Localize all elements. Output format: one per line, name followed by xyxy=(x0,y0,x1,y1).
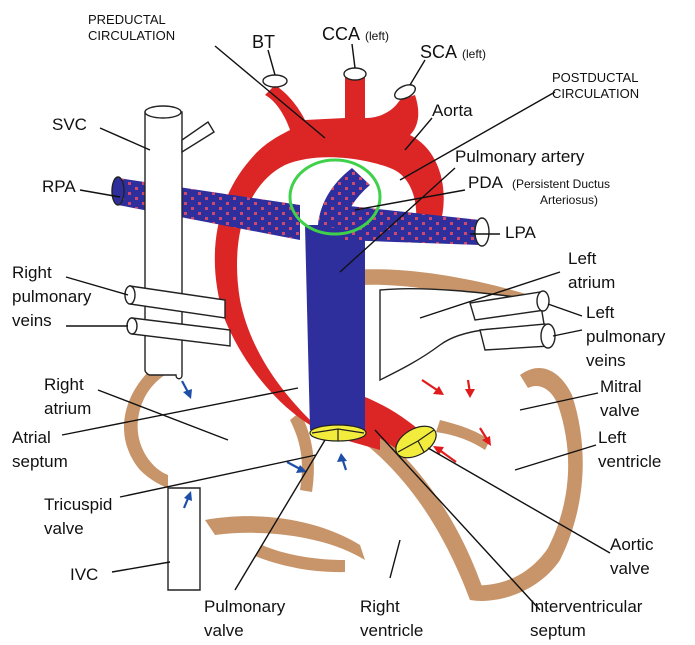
label-left-pulm-veins-1: Left xyxy=(586,303,615,322)
leader-right-ventricle xyxy=(390,540,400,578)
svc-opening xyxy=(145,106,181,118)
arrow-blue-1 xyxy=(182,381,192,399)
label-left-ventricle-1: Left xyxy=(598,428,627,447)
label-right-atrium-2: atrium xyxy=(44,399,91,418)
label-aorta: Aorta xyxy=(432,101,473,120)
label-tricuspid-2: valve xyxy=(44,519,84,538)
leader-ivc xyxy=(112,562,170,572)
label-sca: SCA xyxy=(420,42,457,62)
label-cca-side: (left) xyxy=(365,29,389,43)
label-lpa: LPA xyxy=(505,223,537,242)
leader-bt xyxy=(268,50,275,75)
label-postductal-2: CIRCULATION xyxy=(552,86,639,101)
left-pulm-vein-2-opening xyxy=(541,324,555,348)
left-pulm-vein-1-opening xyxy=(537,291,549,311)
arrow-blue-2 xyxy=(337,453,347,470)
label-preductal-1: PREDUCTAL xyxy=(88,12,166,27)
label-right-ventricle-2: ventricle xyxy=(360,621,423,640)
label-pda-full-2: Arteriosus) xyxy=(540,193,598,207)
label-left-pulm-veins-2: pulmonary xyxy=(586,327,666,346)
label-cca: CCA xyxy=(322,24,360,44)
label-left-atrium-1: Left xyxy=(568,249,597,268)
lpa-dots xyxy=(340,205,480,245)
label-right-atrium-1: Right xyxy=(44,375,84,394)
label-atrial-septum-1: Atrial xyxy=(12,428,51,447)
svc-branch xyxy=(182,122,214,152)
label-postductal-1: POSTDUCTAL xyxy=(552,70,638,85)
label-left-ventricle-2: ventricle xyxy=(598,452,661,471)
label-aortic-valve-1: Aortic xyxy=(610,535,654,554)
label-right-pulm-veins-2: pulmonary xyxy=(12,287,92,306)
arrow-red-2 xyxy=(465,380,475,398)
right-pulm-vein-2-opening xyxy=(127,318,137,334)
right-ventricle-trabecula xyxy=(255,545,345,572)
leader-left-ventricle xyxy=(515,445,596,470)
label-pulmonary-valve-2: valve xyxy=(204,621,244,640)
label-right-ventricle-1: Right xyxy=(360,597,400,616)
leader-ivs xyxy=(375,430,540,610)
leader-left-pulm-veins-1 xyxy=(548,304,582,316)
bt-opening xyxy=(263,75,287,87)
label-pda-full-1: (Persistent Ductus xyxy=(512,177,610,191)
arrow-red-1 xyxy=(422,380,444,395)
right-atrium-wall xyxy=(124,370,170,488)
label-preductal-2: CIRCULATION xyxy=(88,28,175,43)
label-atrial-septum-2: septum xyxy=(12,452,68,471)
leader-sca xyxy=(410,60,425,85)
label-bt: BT xyxy=(252,32,275,52)
label-ivc: IVC xyxy=(70,565,98,584)
lpa-opening xyxy=(475,218,489,246)
mitral-leaflet xyxy=(436,420,490,450)
ivc xyxy=(168,488,200,590)
label-right-pulm-veins-1: Right xyxy=(12,263,52,282)
cca-opening xyxy=(344,68,366,80)
label-ivs-2: septum xyxy=(530,621,586,640)
leader-atrial-septum xyxy=(62,388,298,435)
leader-left-pulm-veins-2 xyxy=(553,330,582,336)
label-tricuspid-1: Tricuspid xyxy=(44,495,112,514)
leader-postductal xyxy=(400,92,555,180)
label-mitral-1: Mitral xyxy=(600,377,642,396)
label-mitral-2: valve xyxy=(600,401,640,420)
label-rpa: RPA xyxy=(42,177,76,196)
left-ventricle-outer-wall xyxy=(470,368,583,601)
label-pulmonary-artery: Pulmonary artery xyxy=(455,147,585,166)
label-left-pulm-veins-3: veins xyxy=(586,351,626,370)
leader-pda xyxy=(355,190,465,210)
pulmonary-trunk xyxy=(305,225,365,430)
label-aortic-valve-2: valve xyxy=(610,559,650,578)
label-pda: PDA xyxy=(468,173,504,192)
arrow-red-4 xyxy=(433,446,456,462)
label-right-pulm-veins-3: veins xyxy=(12,311,52,330)
rpa-opening xyxy=(112,177,124,205)
leader-svc xyxy=(100,128,150,150)
label-pulmonary-valve-1: Pulmonary xyxy=(204,597,286,616)
label-sca-side: (left) xyxy=(462,47,486,61)
leader-preductal xyxy=(215,46,325,138)
label-ivs-1: Interventricular xyxy=(530,597,643,616)
leader-cca xyxy=(352,44,355,68)
label-svc: SVC xyxy=(52,115,87,134)
label-left-atrium-2: atrium xyxy=(568,273,615,292)
